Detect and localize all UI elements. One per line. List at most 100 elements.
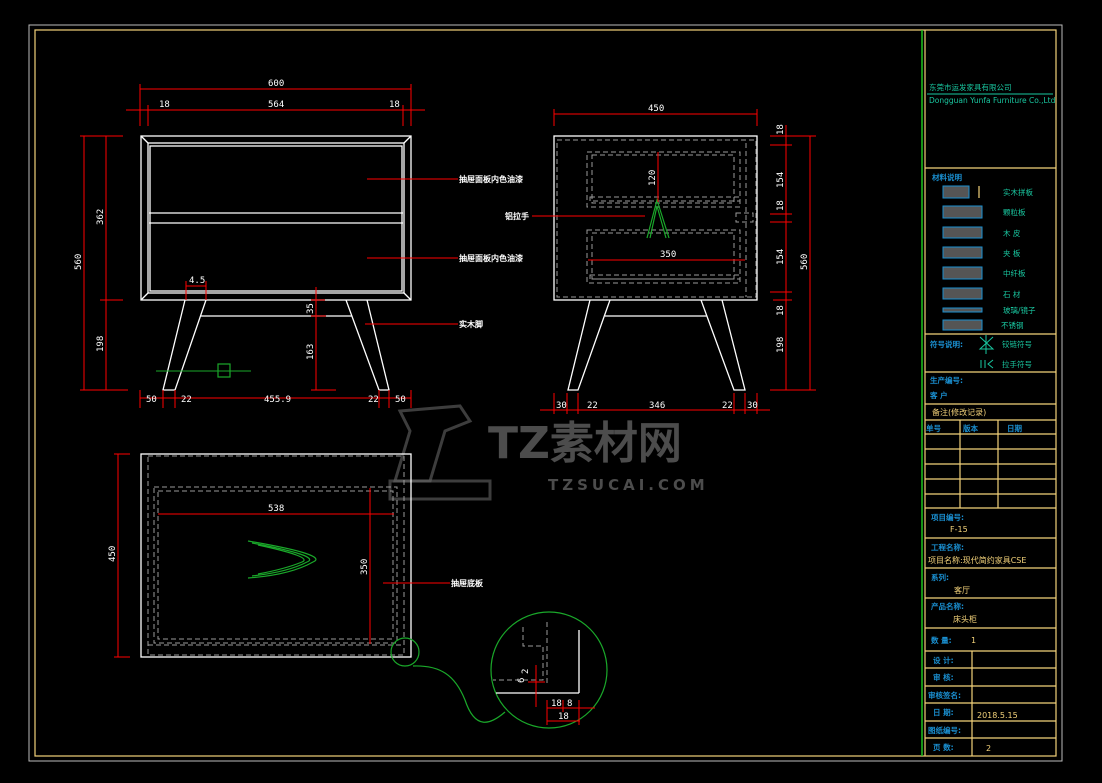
callout-label: 铝拉手 <box>505 211 529 221</box>
symbol-label: 铰链符号 <box>1002 339 1032 349</box>
dim-450: 450 <box>108 546 118 562</box>
dim-bottom: 22 <box>368 395 379 405</box>
cursor-marker-icon <box>217 363 231 378</box>
designer-label: 设 计: <box>933 655 954 665</box>
revision-title: 备注(修改记录) <box>932 407 986 417</box>
material-label: 石 材 <box>1003 289 1021 299</box>
dim-bottom: 455.9 <box>264 395 291 405</box>
dim-bottom: 22 <box>722 401 733 411</box>
dim-350: 350 <box>360 559 370 575</box>
outer-frame <box>28 24 1063 762</box>
dim-560: 560 <box>800 254 810 270</box>
detail-dim: 2 <box>521 669 531 674</box>
hinge-symbol-icon <box>978 335 995 354</box>
dim-450: 450 <box>648 104 664 114</box>
drawing-border <box>34 29 1057 757</box>
project-name-label: 工程名称: <box>931 542 964 552</box>
callout-label: 抽屉底板 <box>451 578 484 588</box>
dim-600: 600 <box>268 79 284 89</box>
detail-dim: 6 <box>517 678 527 683</box>
watermark-logo-icon <box>392 404 473 483</box>
dim-right: 154 <box>776 172 786 188</box>
dim-35: 35 <box>306 303 316 314</box>
date-label: 日 期: <box>933 707 954 717</box>
detail-dim: 8 <box>567 699 572 709</box>
material-label: 木 皮 <box>1003 228 1021 238</box>
callout-label: 抽屉面板内色油漆 <box>459 253 523 263</box>
materials-title: 材料说明 <box>932 172 962 182</box>
dim-right: 154 <box>776 249 786 265</box>
material-label: 实木拼板 <box>1003 187 1033 197</box>
material-label: 不锈钢 <box>1001 320 1024 330</box>
product-name: 床头柜 <box>953 614 977 624</box>
company-name-cn: 东莞市运发家具有限公司 <box>929 82 1012 92</box>
detail-view: 2 6 18 8 18 <box>490 611 608 729</box>
dim-bottom: 22 <box>587 401 598 411</box>
review-sign-label: 审核签名: <box>928 690 961 700</box>
material-label: 中纤板 <box>1003 268 1026 278</box>
handle-symbol-icon <box>980 359 994 369</box>
detail-dim: 18 <box>558 712 569 722</box>
dim-198: 198 <box>96 336 106 352</box>
dim-18: 18 <box>159 100 170 110</box>
dim-bottom: 30 <box>747 401 758 411</box>
page-count-value: 2 <box>986 744 991 753</box>
drawing-no-label: 图纸编号: <box>928 725 961 735</box>
watermark: TZ素材网 TZSUCAI.COM <box>388 404 709 501</box>
dim-bottom: 50 <box>395 395 406 405</box>
dim-120: 120 <box>648 170 658 186</box>
project-no-label: 项目编号: <box>931 512 964 522</box>
handle-icon <box>646 197 670 239</box>
dim-bottom: 30 <box>556 401 567 411</box>
callout-label: 抽屉面板内色油漆 <box>459 174 523 184</box>
quantity-label: 数 量: <box>931 635 952 645</box>
series-label: 系列: <box>931 572 949 582</box>
series-value: 客厅 <box>954 585 970 595</box>
product-label: 产品名称: <box>931 601 964 611</box>
front-view[interactable]: 600 18 564 18 560 362 198 50 22 455.9 22… <box>74 79 523 408</box>
project-name: 项目名称:现代简约家具CSE <box>928 555 1026 565</box>
revision-header: 单号 <box>926 423 941 433</box>
watermark-url: TZSUCAI.COM <box>548 476 709 494</box>
side-view[interactable]: 450 120 350 铝拉手 18 154 18 154 18 198 560… <box>505 104 816 414</box>
dim-560: 560 <box>74 254 84 270</box>
callout-label: 实木脚 <box>459 319 483 329</box>
material-label: 玻璃/镜子 <box>1003 305 1036 315</box>
dim-right: 18 <box>776 200 786 211</box>
dim-bottom: 50 <box>146 395 157 405</box>
production-no-label: 生产编号: <box>930 375 963 385</box>
revision-header: 日期 <box>1007 423 1022 433</box>
date-value: 2018.5.15 <box>977 711 1018 720</box>
revision-table <box>925 420 1056 509</box>
watermark-brand: TZ素材网 <box>488 418 682 469</box>
handle-icon <box>247 540 317 579</box>
material-legend: 实木拼板 颗粒板 木 皮 夹 板 中纤板 石 材 玻璃/镜子 不锈钢 <box>942 185 1036 331</box>
customer-label: 客 户 <box>929 390 948 400</box>
project-no: F-15 <box>950 525 968 534</box>
page-count-label: 页 数: <box>933 742 954 752</box>
material-label: 颗粒板 <box>1003 207 1026 217</box>
dim-right: 18 <box>776 305 786 316</box>
symbols-title: 符号说明: <box>930 339 963 349</box>
title-block: 东莞市运发家具有限公司 Dongguan Yunfa Furniture Co.… <box>921 30 1056 756</box>
material-label: 夹 板 <box>1003 248 1021 258</box>
reviewer-label: 审 核: <box>933 672 954 682</box>
dim-right: 18 <box>776 124 786 135</box>
dim-538: 538 <box>268 504 284 514</box>
detail-dim: 18 <box>551 699 562 709</box>
leg-right <box>345 299 390 391</box>
dim-bottom: 346 <box>649 401 665 411</box>
company-name-en: Dongguan Yunfa Furniture Co.,Ltd <box>929 96 1056 105</box>
dim-362: 362 <box>96 209 106 225</box>
dim-564: 564 <box>268 100 284 110</box>
dim-163: 163 <box>306 344 316 360</box>
detail-marker-circle <box>390 637 420 667</box>
top-view[interactable]: 450 538 350 抽屉底板 2 6 18 8 18 <box>108 453 608 729</box>
revision-header: 版本 <box>962 423 978 433</box>
symbol-label: 拉手符号 <box>1002 359 1032 369</box>
quantity-value: 1 <box>971 636 976 645</box>
dim-350: 350 <box>660 250 676 260</box>
dim-4.5: 4.5 <box>189 276 205 286</box>
dim-bottom: 22 <box>181 395 192 405</box>
